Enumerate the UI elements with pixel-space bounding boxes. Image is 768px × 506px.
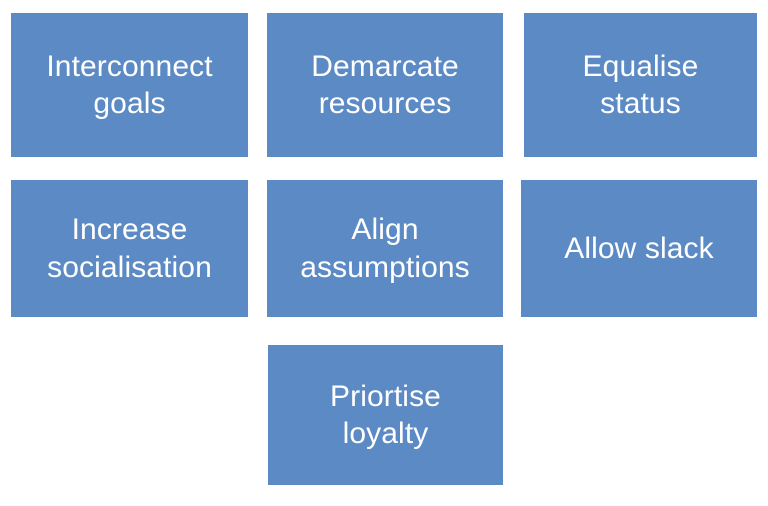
diagram-node-increase-socialisation[interactable]: Increase socialisation — [11, 180, 248, 317]
diagram-node-interconnect-goals[interactable]: Interconnect goals — [11, 13, 248, 157]
diagram-node-equalise-status[interactable]: Equalise status — [524, 13, 757, 157]
diagram-node-label: Demarcate resources — [311, 49, 459, 121]
diagram-node-label: Allow slack — [564, 231, 714, 265]
diagram-node-demarcate-resources[interactable]: Demarcate resources — [267, 13, 503, 157]
diagram-node-align-assumptions[interactable]: Align assumptions — [267, 180, 503, 317]
diagram-node-label: Align assumptions — [300, 213, 470, 284]
diagram-node-priortise-loyalty[interactable]: Priortise loyalty — [268, 345, 503, 485]
diagram-node-allow-slack[interactable]: Allow slack — [521, 180, 757, 317]
diagram-node-label: Priortise loyalty — [330, 379, 441, 451]
diagram-node-label: Increase socialisation — [47, 213, 212, 284]
diagram-node-label: Interconnect goals — [46, 49, 213, 121]
diagram-node-label: Equalise status — [582, 49, 699, 121]
